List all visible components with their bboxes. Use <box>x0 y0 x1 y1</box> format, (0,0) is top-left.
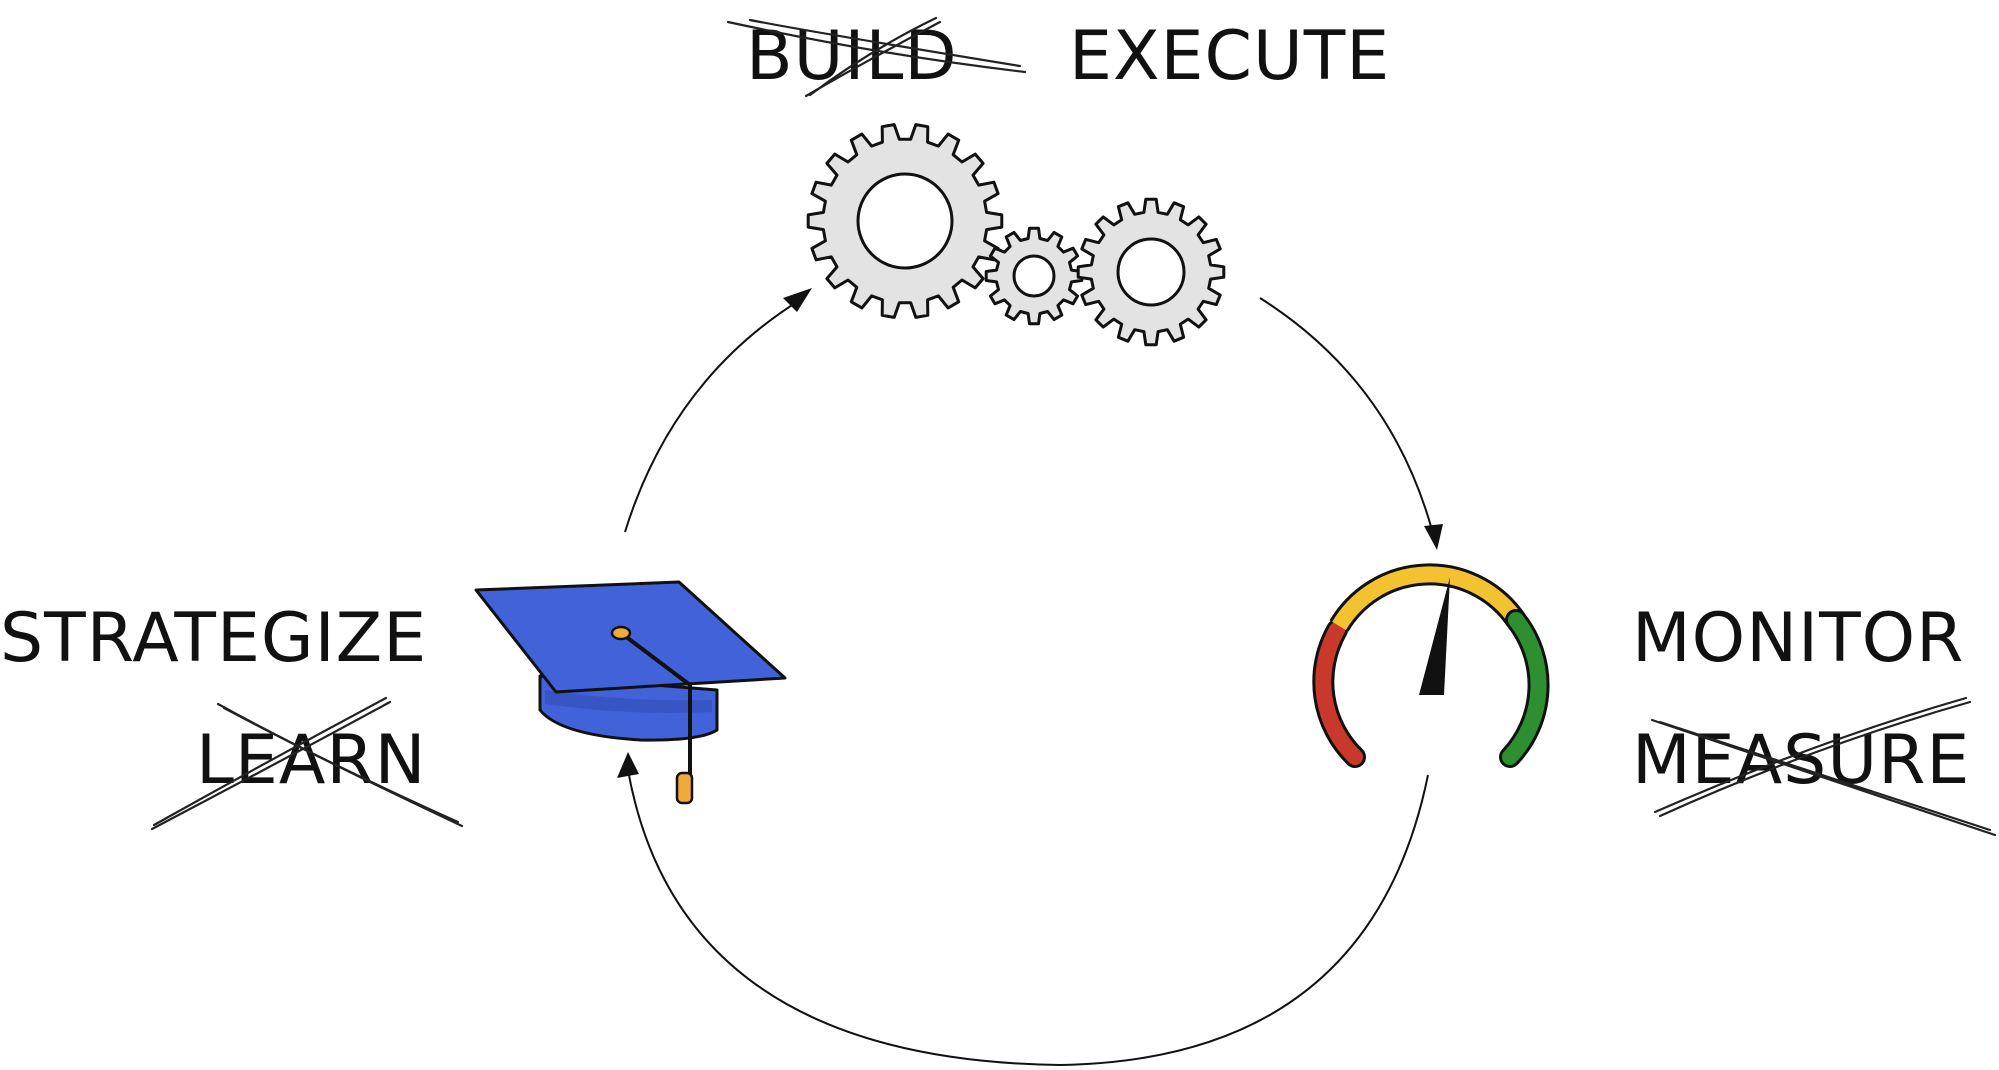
label-execute: EXECUTE <box>1069 17 1390 96</box>
crossed-label-measure: MEASURE <box>1632 721 1970 800</box>
crossed-label-build: BUILD <box>746 17 958 96</box>
gear-large-hole <box>856 172 954 270</box>
label-monitor: MONITOR <box>1632 599 1964 678</box>
crossed-label-learn: LEARN <box>196 721 426 800</box>
execute-stage: BUILD EXECUTE <box>726 16 1390 347</box>
medium-gear <box>1076 197 1226 347</box>
arc-monitor-to-strategize <box>627 769 1429 1067</box>
graduation-cap-icon <box>474 580 787 805</box>
gear-medium-hole <box>1116 237 1186 307</box>
arrow-head-execute <box>783 288 812 312</box>
arc-execute-to-monitor <box>1259 297 1433 531</box>
cap-board <box>474 580 787 694</box>
gear-small-hole <box>1012 254 1056 298</box>
gauge-red-fill <box>1315 622 1363 765</box>
gauge-green-fill <box>1502 612 1547 765</box>
cap-button <box>610 625 632 641</box>
strike-learn <box>150 696 464 831</box>
large-gear <box>806 123 1004 319</box>
monitor-stage: MONITOR MEASURE <box>1312 563 1997 837</box>
cap-base-shade <box>545 690 712 713</box>
gauge-yellow-fill <box>1332 566 1523 631</box>
cycle-arrows <box>617 288 1443 1067</box>
tassel <box>675 771 694 805</box>
arrow-head-strategize <box>617 752 639 778</box>
strike-build <box>726 16 1027 98</box>
gauge-needle <box>1419 577 1450 695</box>
arrow-head-monitor <box>1424 524 1443 550</box>
gears-icon <box>806 123 1226 347</box>
strike-measure <box>1650 696 1997 837</box>
strategize-stage: STRATEGIZE LEARN <box>0 580 787 831</box>
arc-strategize-to-execute <box>624 299 801 533</box>
label-strategize: STRATEGIZE <box>0 599 427 678</box>
gauge-icon <box>1312 563 1550 768</box>
tassel-cord <box>619 631 692 775</box>
small-gear <box>984 226 1084 326</box>
